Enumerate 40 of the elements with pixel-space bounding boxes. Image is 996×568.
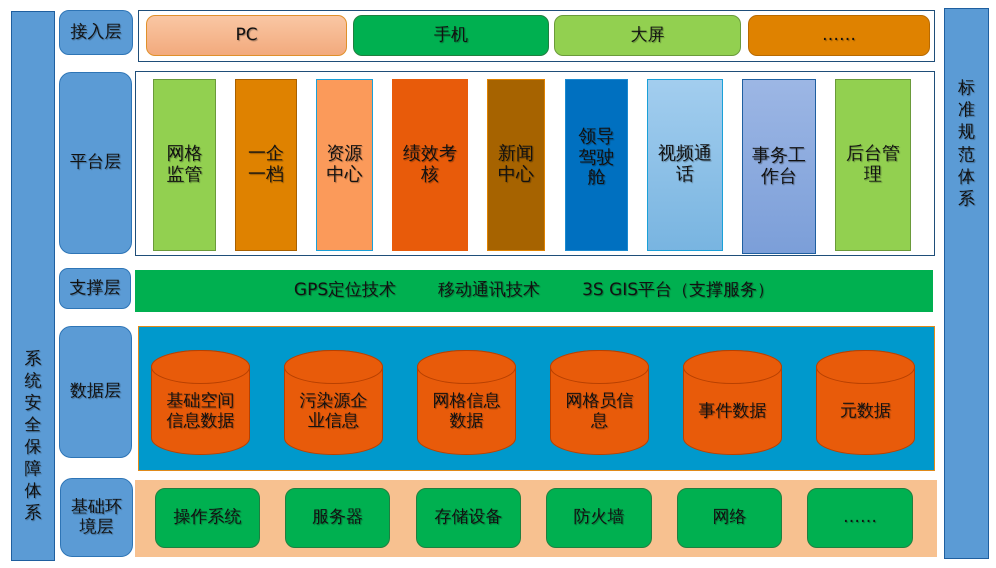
layer-label: 平台层 bbox=[59, 72, 132, 254]
layer-panel bbox=[135, 71, 935, 256]
support-band bbox=[135, 270, 933, 312]
module-box: 绩效考核 bbox=[392, 79, 468, 251]
module-box: 视频通话 bbox=[647, 79, 723, 251]
rounded-box: 网络 bbox=[677, 488, 782, 548]
database-cylinder: 事件数据 bbox=[683, 350, 782, 455]
technology-label: 3S GIS平台（支撑服务） bbox=[582, 281, 774, 301]
module-box: 事务工作台 bbox=[742, 79, 816, 254]
rounded-box: 防火墙 bbox=[546, 488, 652, 548]
layer-label: 支撑层 bbox=[59, 268, 131, 309]
module-box: 一企一档 bbox=[235, 79, 297, 251]
database-cylinder: 基础空间信息数据 bbox=[151, 350, 250, 455]
layer-label: 接入层 bbox=[59, 10, 133, 55]
module-box: 资源中心 bbox=[316, 79, 373, 251]
rounded-box: 手机 bbox=[353, 15, 549, 56]
layer-label: 基础环境层 bbox=[60, 478, 133, 557]
layer-panel bbox=[135, 480, 937, 557]
layer-panel bbox=[138, 326, 935, 471]
rounded-box: PC bbox=[146, 15, 347, 56]
database-cylinder: 元数据 bbox=[816, 350, 915, 455]
database-cylinder: 网格信息数据 bbox=[417, 350, 516, 455]
rounded-box: …… bbox=[748, 15, 930, 56]
module-box: 新闻中心 bbox=[487, 79, 545, 251]
rounded-box: 存储设备 bbox=[416, 488, 521, 548]
database-cylinder: 网格员信息 bbox=[550, 350, 649, 455]
side-bar: 标准规范体系 bbox=[944, 8, 989, 559]
layer-panel bbox=[138, 10, 935, 62]
layer-label: 数据层 bbox=[59, 326, 132, 458]
rounded-box: 大屏 bbox=[554, 15, 741, 56]
technology-label: 移动通讯技术 bbox=[438, 281, 540, 301]
module-box: 后台管理 bbox=[835, 79, 911, 251]
database-cylinder: 污染源企业信息 bbox=[284, 350, 383, 455]
module-box: 网格监管 bbox=[153, 79, 216, 251]
rounded-box: …… bbox=[807, 488, 913, 548]
module-box: 领导驾驶舱 bbox=[565, 79, 628, 251]
rounded-box: 服务器 bbox=[285, 488, 390, 548]
rounded-box: 操作系统 bbox=[155, 488, 260, 548]
side-bar: 系统安全保障体系 bbox=[11, 11, 55, 561]
technology-label: GPS定位技术 bbox=[294, 281, 396, 301]
